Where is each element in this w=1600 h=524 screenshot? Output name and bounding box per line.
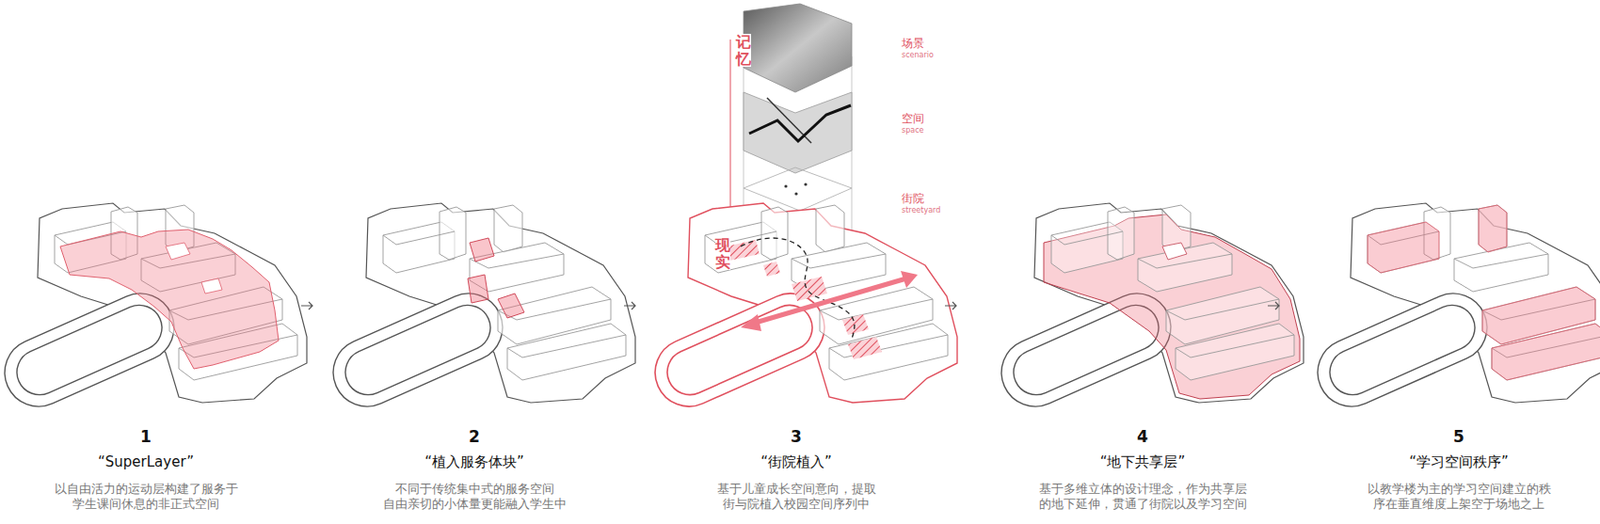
step-description: 基于多维立体的设计理念，作为共享层 的地下延伸，贯通了街院以及学习空间 [1039, 481, 1248, 512]
layer-sublabel: space [901, 126, 924, 135]
layer-sublabel: scenario [901, 50, 934, 60]
panel-street-courtyard [644, 203, 958, 418]
text-line: 学生课间休息的非正式空间 [54, 496, 239, 512]
layer-sublabel: streetyard [901, 206, 941, 215]
step-title: “植入服务体块” [424, 453, 525, 472]
layer-label: 场景 [901, 35, 925, 52]
panel-learning-order [1307, 203, 1600, 418]
step-title: “街院植入” [760, 453, 832, 472]
step-title: “地下共享层” [1100, 453, 1186, 472]
text-line: 不同于传统集中式的服务空间 [383, 481, 567, 497]
text-line: 以教学楼为主的学习空间建立的秩 [1367, 481, 1552, 497]
step-title: “SuperLayer” [97, 453, 194, 471]
text-line: 自由亲切的小体量更能融入学生中 [383, 496, 567, 512]
step-title: “学习空间秩序” [1408, 453, 1509, 472]
vertical-label: 记忆 [736, 33, 752, 67]
panel-service-blocks [322, 203, 636, 418]
step-number: 5 [1453, 427, 1465, 447]
step-description: 不同于传统集中式的服务空间 自由亲切的小体量更能融入学生中 [383, 481, 567, 512]
step-description: 基于儿童成长空间意向，提取 街与院植入校园空间序列中 [717, 481, 877, 512]
text-line: 基于多维立体的设计理念，作为共享层 [1039, 481, 1248, 497]
text-line: 以自由活力的运动层构建了服务于 [54, 481, 239, 497]
vertical-label: 现实 [715, 237, 731, 271]
step-number: 4 [1136, 427, 1149, 447]
panel-superlayer [0, 203, 307, 418]
step-number: 2 [468, 427, 480, 447]
layer-label: 街院 [901, 191, 925, 208]
panel-underground-layer [991, 203, 1304, 418]
step-number: 1 [140, 427, 152, 447]
step-arrows [301, 302, 1280, 310]
text-line: 街与院植入校园空间序列中 [717, 496, 877, 512]
layer-label: 空间 [901, 111, 925, 128]
step-description: 以教学楼为主的学习空间建立的秩 序在垂直维度上架空于场地之上 [1367, 481, 1552, 512]
step-description: 以自由活力的运动层构建了服务于 学生课间休息的非正式空间 [54, 481, 239, 512]
text-line: 序在垂直维度上架空于场地之上 [1367, 496, 1552, 512]
text-line: 的地下延伸，贯通了街院以及学习空间 [1039, 496, 1248, 512]
step-number: 3 [790, 427, 802, 447]
text-line: 基于儿童成长空间意向，提取 [717, 481, 877, 497]
